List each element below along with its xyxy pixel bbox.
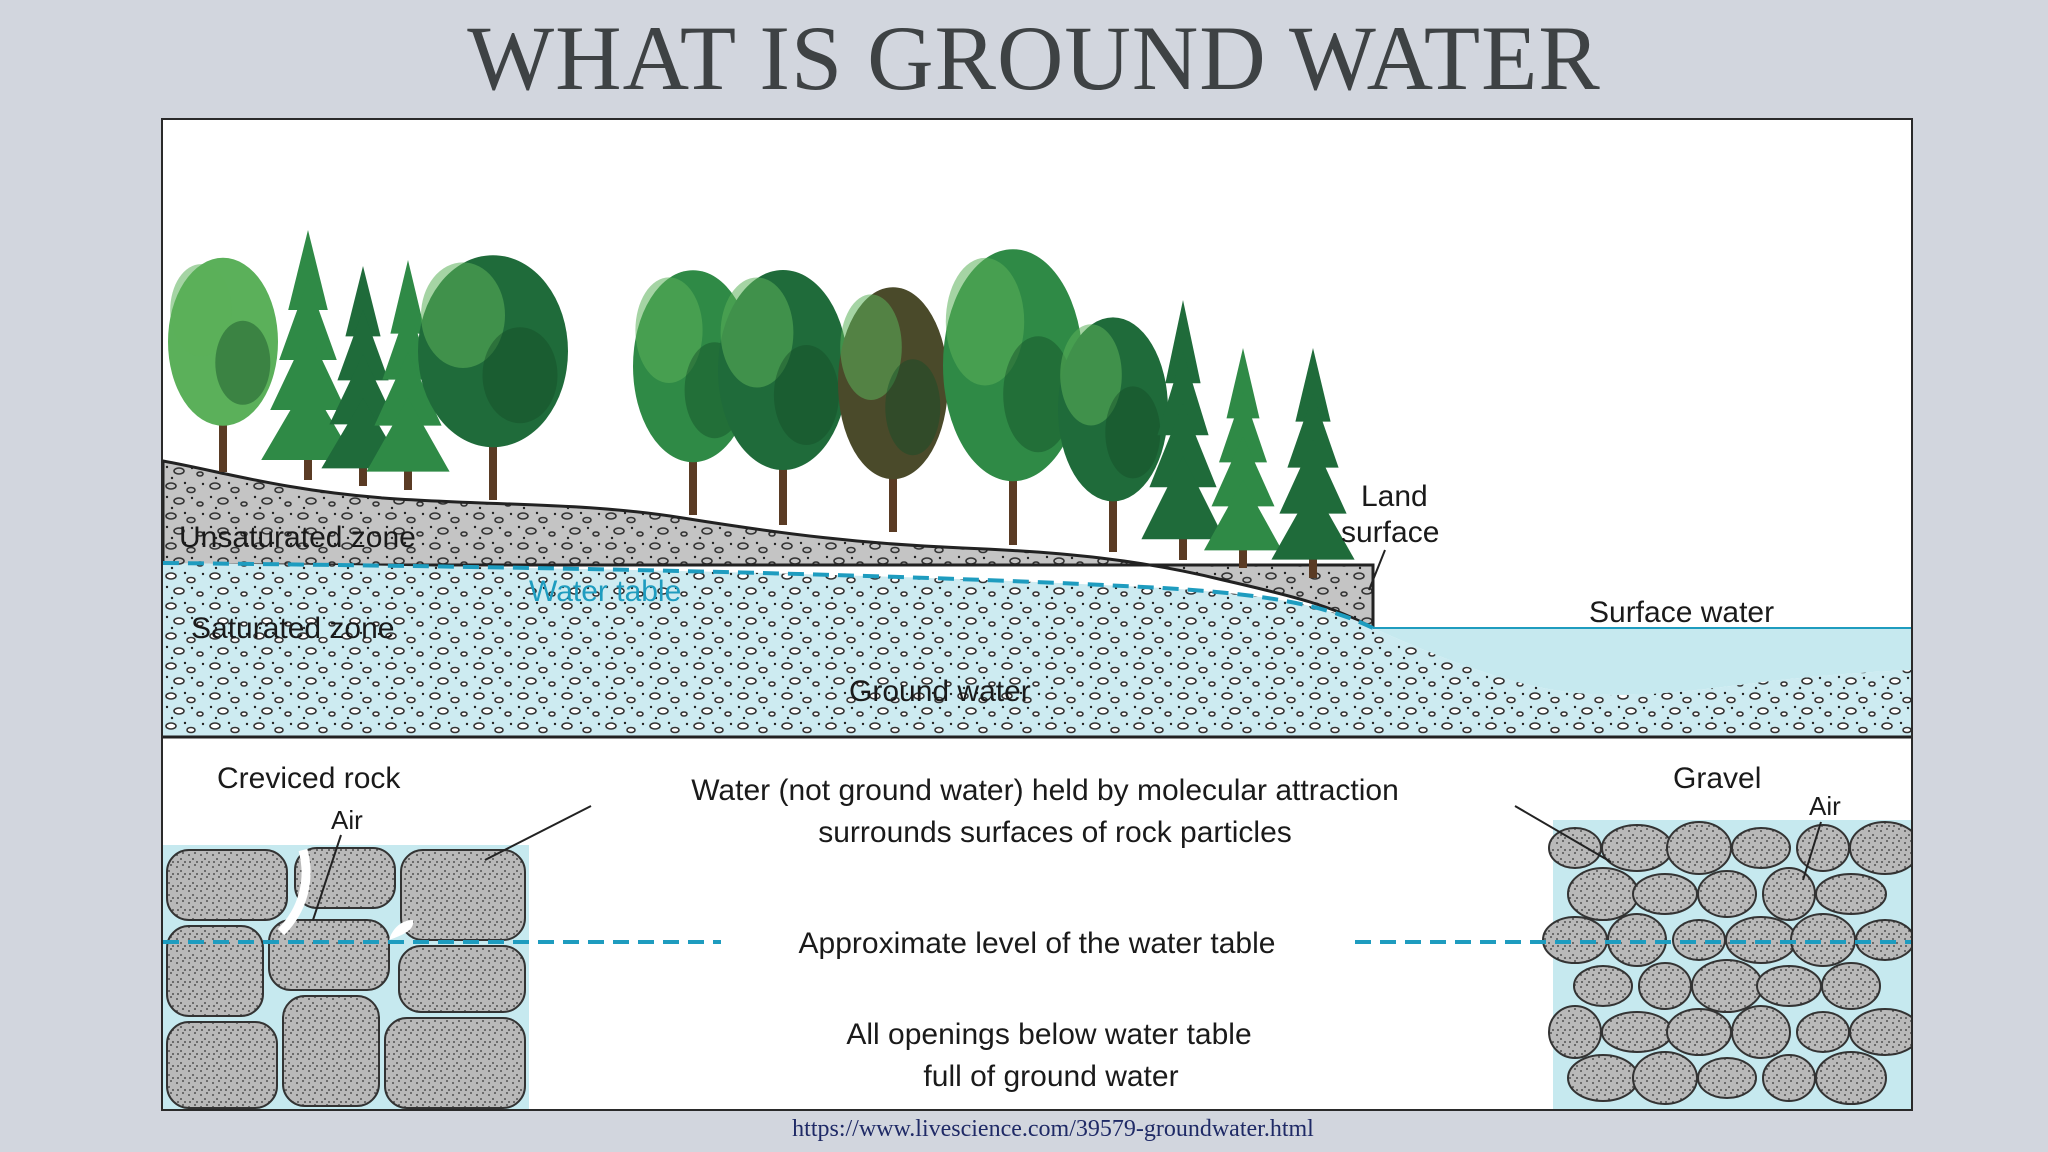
water-table-label: Water table (529, 575, 681, 608)
gravel-stone (1756, 965, 1822, 1007)
molecular-attraction-line2: surrounds surfaces of rock particles (818, 816, 1292, 849)
gravel-stone (1548, 827, 1602, 869)
gravel-stone (1762, 867, 1816, 921)
tree (418, 255, 568, 500)
creviced-rock-block (163, 845, 529, 1109)
approx-level-label: Approximate level of the water table (799, 927, 1276, 960)
rock-block (268, 919, 390, 991)
gravel-stone (1796, 1011, 1850, 1053)
creviced-rock-label: Creviced rock (217, 762, 401, 795)
gravel-stone (1567, 867, 1639, 921)
gravel-label: Gravel (1673, 762, 1761, 795)
openings-line2: full of ground water (923, 1060, 1178, 1093)
gravel-stone (1697, 870, 1757, 918)
rock-block (400, 849, 526, 941)
gravel-stone (1697, 1057, 1757, 1099)
air-label-right: Air (1809, 791, 1841, 821)
ground-water-label: Ground water (849, 675, 1031, 708)
rock-block (294, 847, 396, 909)
gravel-stone (1601, 824, 1673, 872)
tree (261, 230, 355, 480)
diagram-canvas: Unsaturated zone Water table Saturated z… (163, 230, 1911, 1109)
gravel-stone (1849, 821, 1911, 875)
gravel-stone (1666, 1008, 1732, 1056)
gravel-stone (1815, 873, 1887, 915)
tree (1271, 348, 1355, 578)
gravel-stone (1548, 1005, 1602, 1059)
gravel-stone (1632, 1051, 1698, 1105)
tree (1141, 300, 1225, 560)
tree (1058, 317, 1168, 552)
tree (718, 270, 848, 525)
molecular-attraction-line1: Water (not ground water) held by molecul… (691, 774, 1399, 807)
gravel-stone (1815, 1051, 1887, 1105)
tree (838, 287, 948, 532)
gravel-stone (1762, 1054, 1816, 1102)
gravel-stone (1849, 1008, 1911, 1056)
gravel-block (1542, 820, 1911, 1109)
gravel-stone (1691, 959, 1763, 1013)
gravel-stone (1567, 1054, 1639, 1102)
rock-block (166, 1021, 278, 1109)
rock-block (282, 995, 380, 1107)
tree (366, 260, 450, 490)
openings-line1: All openings below water table (846, 1018, 1251, 1051)
gravel-stone (1821, 962, 1881, 1010)
tree (943, 249, 1083, 545)
gravel-stone (1731, 1005, 1791, 1059)
gravel-stone (1796, 824, 1850, 872)
saturated-zone-label: Saturated zone (191, 612, 394, 645)
rock-block (166, 925, 264, 1017)
tree (168, 257, 278, 472)
saturated-zone (163, 563, 1911, 737)
unsaturated-zone-soil (163, 459, 1375, 631)
land-label-line2: surface (1341, 516, 1439, 549)
gravel-stone (1573, 965, 1633, 1007)
land-label-line1: Land (1361, 480, 1428, 513)
air-label-left: Air (331, 805, 363, 835)
gravel-stone (1666, 821, 1732, 875)
rock-block (166, 849, 288, 921)
groundwater-diagram: Unsaturated zone Water table Saturated z… (161, 118, 1913, 1111)
source-url[interactable]: https://www.livescience.com/39579-ground… (792, 1116, 1314, 1142)
rock-block (398, 945, 526, 1013)
surface-water-label: Surface water (1589, 596, 1774, 629)
unsaturated-zone-label: Unsaturated zone (179, 521, 416, 554)
gravel-stone (1542, 916, 1608, 964)
gravel-stone (1638, 962, 1692, 1010)
gravel-stone (1632, 873, 1698, 915)
surface-water (1373, 628, 1911, 695)
rock-block (384, 1017, 526, 1109)
land-surface-leader (1368, 549, 1386, 591)
gravel-stone (1731, 827, 1791, 869)
gravel-stone (1601, 1011, 1673, 1053)
forest (168, 230, 1355, 578)
water-table-line (163, 561, 1374, 630)
slide-title: WHAT IS GROUND WATER (467, 7, 1601, 109)
tree (1204, 348, 1282, 568)
